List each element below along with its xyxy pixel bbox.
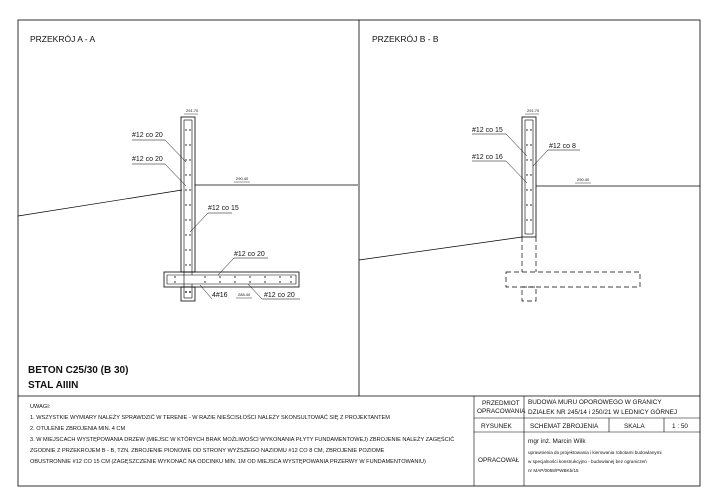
- subject-label-1: PRZEDMIOT: [482, 400, 520, 407]
- leaders-b: [472, 133, 580, 184]
- subject-line-2: DZIAŁEK NR 245/14 i 250/21 W LEDNICY GÓR…: [528, 407, 677, 416]
- note-line-3: 3. W MIEJSCACH WYSTĘPOWANIA DRZEW (MIEJS…: [30, 435, 454, 443]
- rebar-label-a-4: #12 co 20: [234, 251, 265, 258]
- footing-a: [163, 271, 300, 288]
- author-label: OPRACOWAŁ: [478, 457, 520, 464]
- author-name: mgr inż. Marcin Wilk: [528, 438, 586, 445]
- level-b-top: 291.70: [527, 108, 540, 113]
- scale-label: SKALA: [624, 423, 645, 430]
- subject-label-2: OPRACOWANIA: [477, 408, 526, 415]
- note-line-5: OBUSTRONNIE #12 CO 15 CM (ZAGĘSZCZENIE W…: [30, 458, 426, 465]
- rebar-label-b-1: #12 co 15: [472, 127, 503, 134]
- concrete-class: BETON C25/30 (B 30): [28, 365, 128, 376]
- rebar-label-b-3: #12 co 16: [472, 154, 503, 161]
- author-line-2: w specjalności konstrukcyjno - budowlane…: [528, 459, 647, 464]
- rebar-b: [524, 119, 534, 235]
- note-line-4: ZGODNIE Z PRZEKROJEM B - B, TZN. ZBROJEN…: [30, 447, 385, 454]
- ground-line-low-a: [17, 189, 183, 217]
- rebar-label-b-2: #12 co 8: [549, 143, 576, 150]
- subject-line-1: BUDOWA MURU OPOROWEGO W GRANICY: [528, 399, 662, 406]
- wall-stem-b: [521, 116, 537, 238]
- title-block: [473, 396, 700, 486]
- ground-line-low-b: [358, 236, 523, 261]
- level-b-ground: 290.40: [577, 177, 590, 182]
- rebar-dots-a: [174, 129, 292, 293]
- author-line-1: uprawnienia do projektowania i kierowani…: [528, 450, 662, 455]
- section-a-title: PRZEKRÓJ A - A: [30, 34, 96, 44]
- notes-heading: UWAGI:: [30, 404, 51, 410]
- wall-stem-a: [180, 116, 196, 273]
- section-b-b: PRZEKRÓJ B - B: [358, 34, 700, 302]
- level-a-top: 291.70: [186, 108, 199, 113]
- section-a-a: PRZEKRÓJ A - A: [17, 34, 358, 302]
- rebar-label-a-6: #12 co 20: [264, 292, 295, 299]
- rebar-dots-b: [526, 129, 532, 221]
- rebar-label-a-2: #12 co 20: [132, 156, 163, 163]
- rebar-label-a-1: #12 co 20: [132, 132, 163, 139]
- steel-class: STAL AIIIN: [28, 380, 78, 391]
- rebar-a: [166, 119, 297, 299]
- missing-foundation-b: [505, 237, 641, 302]
- drawing-label: RYSUNEK: [481, 423, 513, 430]
- level-a-bottom: 288.40: [238, 292, 251, 297]
- notes: UWAGI: 1. WSZYSTKIE WYMIARY NALEŻY SPRAW…: [30, 404, 454, 465]
- footing-key-a: [180, 286, 196, 302]
- note-line-2: 2. OTULENIE ZBROJENIA MIN. 4 CM: [30, 426, 125, 432]
- author-line-3: nr MAP/0058/PWBKb/15: [528, 468, 579, 473]
- leaders-a: [132, 139, 300, 300]
- scale-value: 1 : 50: [672, 423, 688, 430]
- note-line-1: 1. WSZYSTKIE WYMIARY NALEŻY SPRAWDZIĆ W …: [30, 413, 390, 421]
- section-b-title: PRZEKRÓJ B - B: [372, 34, 439, 44]
- rebar-label-a-3: #12 co 15: [208, 205, 239, 212]
- rebar-label-a-5: 4#16: [212, 292, 228, 299]
- level-a-ground: 290.40: [236, 176, 249, 181]
- drawing-value: SCHEMAT ZBROJENIA: [530, 423, 599, 430]
